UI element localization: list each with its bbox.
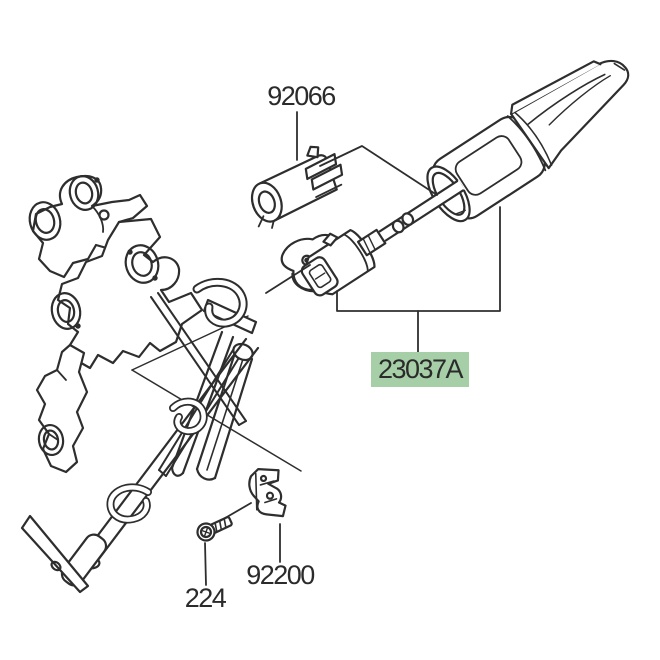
part-label-92066[interactable]: 92066	[267, 80, 336, 111]
leader-grommet-to-signal	[319, 145, 438, 196]
connector-plug	[300, 228, 387, 297]
leader-screw-to-bracket	[219, 502, 252, 522]
leader-224	[204, 542, 207, 586]
turn-signal-assembly	[300, 59, 630, 297]
screw-part	[196, 516, 233, 542]
clamp-bracket-part	[248, 468, 287, 518]
hook-shapes	[106, 277, 248, 524]
grommet-part	[250, 145, 344, 229]
part-label-92200[interactable]: 92200	[246, 559, 315, 590]
part-label-23037A-highlighted[interactable]: 23037A	[371, 352, 469, 387]
turn-signal-stem	[378, 180, 465, 242]
flange-holes	[28, 175, 160, 457]
leader-lines	[204, 111, 501, 586]
part-label-224[interactable]: 224	[184, 582, 227, 613]
leader-gasket	[265, 264, 311, 294]
frame-assembly	[20, 174, 260, 594]
